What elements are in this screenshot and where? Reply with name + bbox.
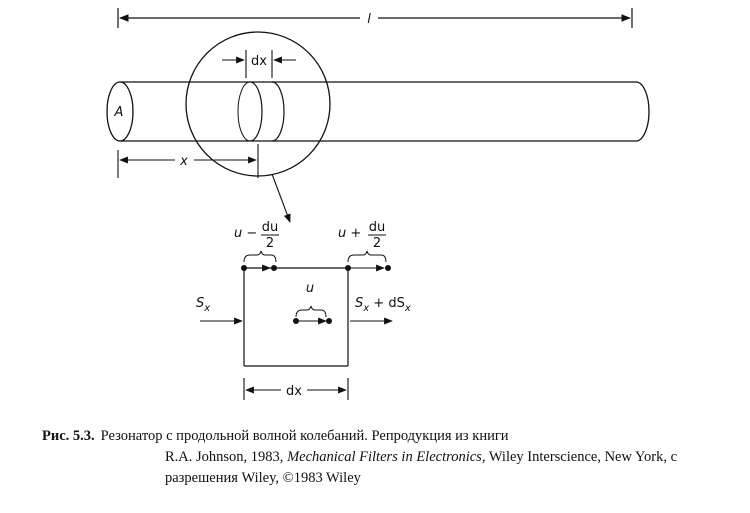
caption-text-1: Резонатор с продольной волной колебаний.… [100,428,509,444]
displacement-right: u + du 2 [338,220,391,272]
dx-top-label: dx [251,54,267,69]
dx-bottom-label: dx [286,384,302,399]
u-minus-label: u − [234,226,257,241]
u-center-label: u [306,281,314,296]
displacement-center: u [293,281,332,325]
sx-right-label: Sx + dSx [355,296,411,314]
x-label: x [179,154,188,169]
two-right: 2 [373,236,381,251]
caption-line-1: Рис. 5.3. Резонатор с продольной волной к… [42,426,509,447]
zoom-pointer [271,173,291,223]
du-left: du [262,220,279,235]
caption-text-2b: , Wiley Interscience, New York, с разреш… [165,449,678,486]
caption-number: Рис. 5.3. [42,428,95,444]
two-left: 2 [266,236,274,251]
length-dimension: l [117,8,633,28]
force-right: Sx + dSx [350,296,411,325]
force-left: Sx [196,296,243,325]
length-label: l [367,12,371,27]
u-plus-label: u + [338,226,361,241]
area-label: A [114,105,124,120]
caption-continuation: R.A. Johnson, 1983, Mechanical Filters i… [165,447,713,489]
dx-top-dimension: dx [222,50,296,78]
sx-left-label: Sx [196,296,210,314]
displacement-left: u − du 2 [234,220,279,272]
resonator-diagram: l A dx x u − [106,8,650,400]
slice-element [237,81,285,142]
caption-book-title: Mechanical Filters in Electronics [287,449,482,465]
du-right: du [369,220,386,235]
x-dimension: x [117,144,259,178]
dx-bottom-dimension: dx [243,378,349,400]
caption-text-2a: R.A. Johnson, 1983, [165,449,288,465]
cylinder-rod: A [106,81,650,142]
